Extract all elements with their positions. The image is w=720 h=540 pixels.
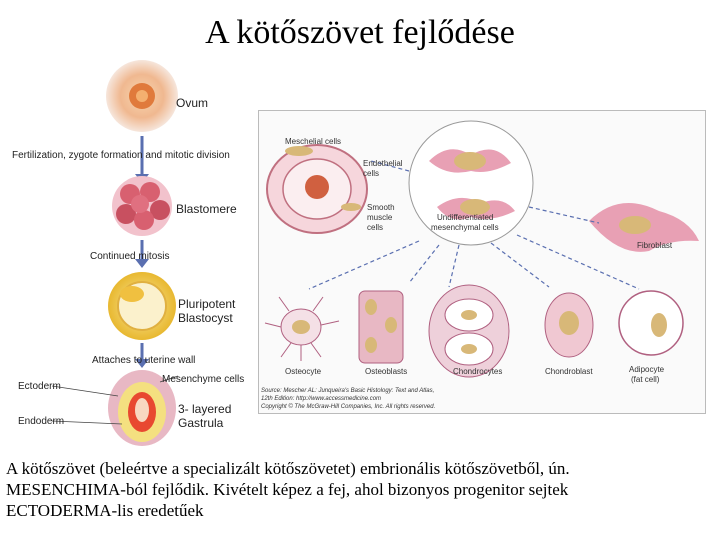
embryo-stages-graphic bbox=[51, 60, 179, 446]
caption-line-1: A kötőszövet (beleértve a specializált k… bbox=[6, 459, 570, 478]
differentiation-graphic bbox=[264, 120, 699, 378]
meschelial-cells-label: Meschelial cells bbox=[285, 137, 342, 146]
page-title: A kötőszövet fejlődése bbox=[205, 14, 515, 51]
blastomere-label: Blastomere bbox=[176, 202, 237, 216]
fibroblast-label: Fibroblast bbox=[637, 241, 673, 250]
caption-line-3: ECTODERMA-lis eredetűek bbox=[6, 501, 204, 520]
osteoblasts-cells bbox=[358, 290, 404, 364]
fertilization-label: Fertilization, zygote formation and mito… bbox=[12, 150, 230, 161]
adipocyte-cell bbox=[618, 290, 684, 356]
osteocyte-label: Osteocyte bbox=[285, 367, 322, 376]
chondroblast-label: Chondroblast bbox=[545, 367, 593, 376]
chondroblast-cell bbox=[544, 292, 594, 358]
adipocyte-label-2: (fat cell) bbox=[631, 375, 660, 384]
credit-line-3: Copyright © The McGraw-Hill Companies, I… bbox=[261, 404, 436, 410]
osteoblasts-label: Osteoblasts bbox=[365, 367, 408, 376]
pluripotent-label: Pluripotent bbox=[178, 297, 236, 311]
credit-line-1: Source: Mescher AL: Junqueira's Basic Hi… bbox=[261, 388, 435, 394]
undifferentiated-label-2: mesenchymal cells bbox=[431, 223, 499, 232]
mesenchyme-cells-label: Mesenchyme cells bbox=[162, 374, 245, 385]
blastocyst-label: Blastocyst bbox=[178, 311, 233, 325]
endothelial-label-1: Endothelial bbox=[363, 159, 403, 168]
blastomere-cluster bbox=[112, 176, 172, 236]
endothelial-label-2: cells bbox=[363, 169, 380, 178]
smooth-muscle-label-1: Smooth bbox=[367, 203, 395, 212]
caption: A kötőszövet (beleértve a specializált k… bbox=[6, 458, 716, 521]
chondrocytes-label: Chondrocytes bbox=[453, 367, 503, 376]
ectoderm-label: Ectoderm bbox=[18, 381, 61, 392]
undifferentiated-label-1: Undifferentiated bbox=[437, 213, 494, 222]
three-layered-label: 3- layered bbox=[178, 402, 232, 416]
caption-line-2: MESENCHIMA-ból fejlődik. Kivételt képez … bbox=[6, 480, 569, 499]
chondrocytes-cells bbox=[428, 284, 510, 378]
osteocyte-cell bbox=[264, 296, 340, 361]
smooth-muscle-label-2: muscle bbox=[367, 213, 393, 222]
adipocyte-label-1: Adipocyte bbox=[629, 365, 665, 374]
continued-mitosis-label: Continued mitosis bbox=[90, 251, 170, 262]
credit-line-2: 12th Edition: http://www.accessmedicine.… bbox=[261, 396, 382, 402]
ovum-label: Ovum bbox=[176, 96, 209, 110]
gastrula-label: Gastrula bbox=[178, 416, 224, 430]
embryo-development-column: Ovum Fertilization, zygote formation and… bbox=[0, 56, 258, 448]
source-credit: Source: Mescher AL: Junqueira's Basic Hi… bbox=[261, 387, 435, 411]
endoderm-label: Endoderm bbox=[18, 416, 65, 427]
smooth-muscle-label-3: cells bbox=[367, 223, 384, 232]
differentiation-panel: Meschelial cells Endothelial cells Smoot… bbox=[258, 110, 706, 414]
attaches-label: Attaches to uterine wall bbox=[92, 355, 196, 366]
gastrula bbox=[108, 370, 176, 446]
